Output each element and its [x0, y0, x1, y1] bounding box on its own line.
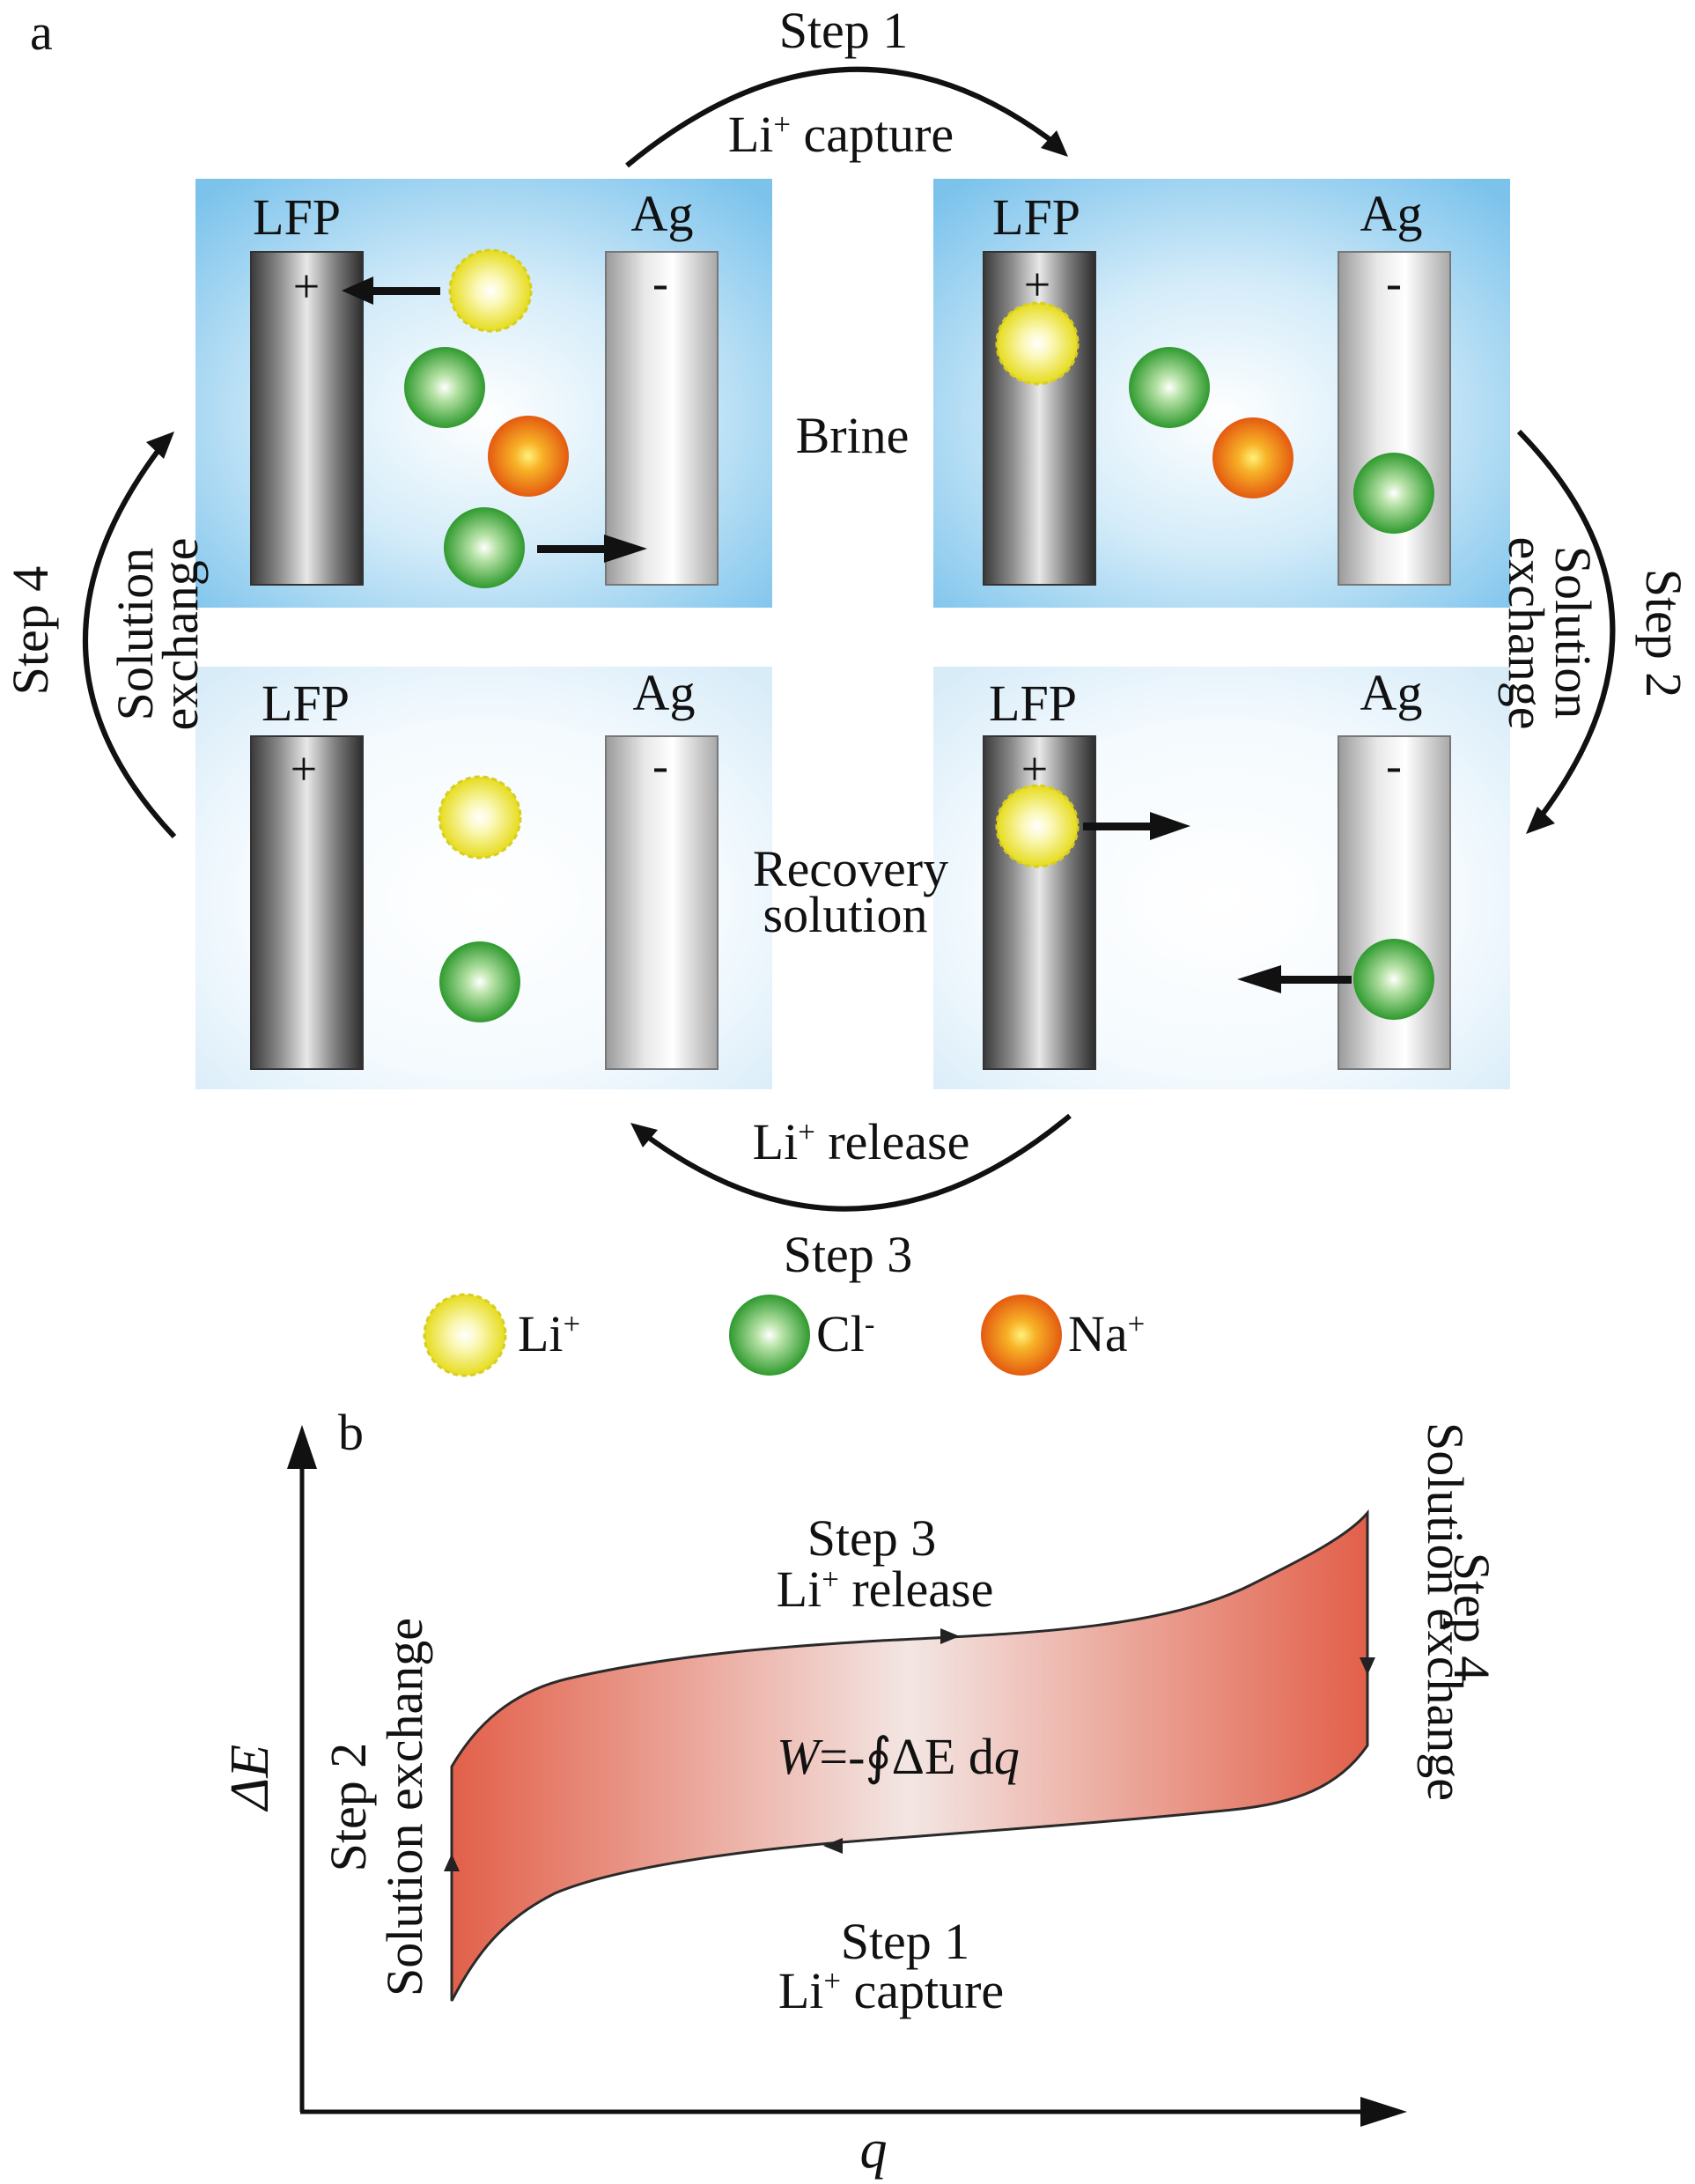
work-loop-area — [450, 1509, 1369, 2002]
cl-ion — [444, 507, 525, 588]
y-axis-label: ΔE — [220, 1744, 280, 1811]
li-ion — [995, 784, 1080, 868]
ag-electrode-3 — [605, 735, 719, 1070]
step1-arrow — [625, 66, 1063, 168]
b-step3-caption: Li+ release — [776, 1561, 994, 1618]
legend-na-label: Na+ — [1068, 1305, 1146, 1362]
b-step4-caption: Solution exchange — [1417, 1421, 1474, 1802]
b-step2-caption: Solution exchange — [376, 1617, 433, 1997]
x-axis-label: q — [859, 2120, 888, 2180]
legend-cl-label: Cl- — [816, 1305, 875, 1362]
legend-markers — [423, 1293, 1062, 1377]
minus-sign-4: - — [1386, 739, 1402, 792]
lfp-label-4: LFP — [989, 675, 1077, 732]
lfp-label-3: LFP — [262, 675, 350, 732]
legend-cl-marker — [729, 1295, 810, 1376]
step4-title: Step 4 — [2, 565, 59, 696]
ions-brine-right — [995, 301, 1434, 534]
electrodes — [250, 251, 1451, 1070]
step3-title: Step 3 — [783, 1226, 913, 1283]
step2-line2: exchange — [1498, 536, 1555, 730]
na-ion — [488, 416, 569, 497]
ag-electrode-1 — [605, 251, 719, 586]
work-loop — [444, 1509, 1375, 2002]
b-step1-caption: Li+ capture — [777, 1962, 1005, 2019]
step3-caption: Li+ release — [752, 1113, 970, 1170]
x-axis-arrowhead — [1360, 2097, 1407, 2127]
ag-label-2: Ag — [1360, 185, 1423, 242]
cl-ion — [1353, 453, 1434, 534]
panel-b-letter: b — [338, 1404, 364, 1461]
step2-title: Step 2 — [1635, 568, 1692, 698]
step1-title: Step 1 — [778, 2, 909, 59]
ion-arrows — [342, 277, 1352, 993]
plus-sign-4: + — [1021, 742, 1049, 795]
b-step3-title: Step 3 — [807, 1509, 937, 1567]
minus-sign-1: - — [652, 256, 668, 309]
step4-line2: exchange — [151, 537, 209, 731]
cl-ion — [439, 941, 520, 1022]
y-axis-arrowhead — [287, 1425, 317, 1469]
step2-direction-marker — [444, 1854, 460, 1871]
ag-label-1: Ag — [630, 185, 694, 242]
li-ion — [995, 301, 1080, 386]
equation: W=-∮ΔE dq — [777, 1728, 1020, 1785]
panel-a-letter: a — [30, 4, 53, 61]
legend-li-label: Li+ — [518, 1305, 581, 1362]
step1-caption: Li+ capture — [727, 106, 954, 163]
ag-label-4: Ag — [1360, 664, 1423, 721]
plus-sign-3: + — [290, 742, 318, 795]
minus-sign-3: - — [652, 739, 668, 792]
recovery-label-line1: Recovery — [752, 840, 949, 897]
ions-recovery-right — [995, 784, 1434, 1020]
brine-label: Brine — [795, 407, 910, 464]
cl-ion — [404, 347, 485, 428]
li-ion — [438, 775, 522, 860]
cl-ion — [1353, 939, 1434, 1020]
cl-ion — [1129, 347, 1210, 428]
lfp-label-2: LFP — [992, 188, 1080, 246]
step4-direction-marker — [1360, 1657, 1375, 1675]
ag-label-3: Ag — [632, 664, 696, 721]
step3-arrow — [637, 1113, 1072, 1212]
lfp-label-1: LFP — [253, 188, 341, 246]
step3-direction-marker — [940, 1628, 960, 1644]
step4-arrow — [83, 437, 177, 839]
panel-b-axes — [287, 1425, 1407, 2127]
na-ion — [1212, 417, 1293, 498]
lfp-electrode-1 — [250, 251, 364, 586]
li-ion — [448, 248, 533, 333]
plus-sign-1: + — [292, 260, 321, 313]
step1-direction-marker — [823, 1838, 843, 1854]
plus-sign-2: + — [1023, 258, 1051, 311]
b-step2-title: Step 2 — [320, 1742, 377, 1872]
legend-na-marker — [981, 1295, 1062, 1376]
step-arrows — [83, 66, 1616, 1212]
ions-brine-left — [404, 248, 569, 588]
step2-arrow — [1516, 429, 1616, 830]
recovery-label-line2: solution — [763, 886, 928, 943]
minus-sign-2: - — [1386, 256, 1402, 309]
b-step1-title: Step 1 — [840, 1913, 970, 1970]
lfp-electrode-3 — [250, 735, 364, 1070]
ions-recovery-left — [438, 775, 522, 1022]
legend-li-marker — [423, 1293, 507, 1377]
